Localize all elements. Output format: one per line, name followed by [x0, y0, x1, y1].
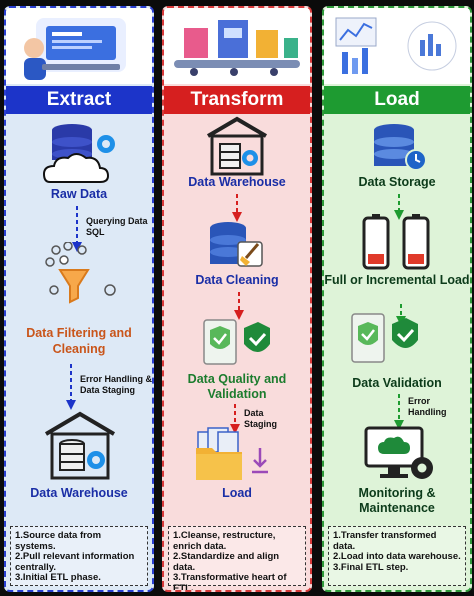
load-hero-illustration [324, 8, 470, 84]
step-data-cleaning: Data Cleaning [195, 273, 279, 287]
note-item: 1.Source data from systems. [15, 530, 102, 552]
note-item: 2.Load into data warehouse. [333, 551, 461, 562]
extract-notes: 1.Source data from systems. 2.Pull relev… [10, 526, 148, 586]
warehouse-database-icon [44, 411, 116, 480]
note-error-handling: Error Handling [408, 396, 447, 417]
load-header: Load [324, 86, 470, 114]
warehouse-database-icon [206, 116, 268, 176]
step-data-warehouse: Data Warehouse [188, 175, 286, 189]
step-monitoring-maintenance: Monitoring & Maintenance [358, 486, 436, 515]
arrow-load-1 [394, 194, 404, 220]
transform-header: Transform [164, 86, 310, 114]
note-item: 3.Initial ETL phase. [15, 572, 101, 583]
note-item: 1.Cleanse, restructure, enrich data. [173, 530, 276, 552]
load-notes: 1.Transfer transformed data. 2.Load into… [328, 526, 466, 586]
step-load: Load [222, 486, 252, 500]
step-full-incremental-load: Full or Incremental Load [324, 273, 470, 287]
factory-conveyor-icon [174, 20, 300, 76]
extract-column: Extract Raw Data Querying Data SQL Data … [4, 6, 154, 592]
arrow-transform-1 [232, 194, 242, 222]
funnel-icon [45, 242, 116, 304]
folder-download-icon [196, 427, 268, 480]
transform-hero-illustration [164, 8, 310, 84]
monitor-cloud-gear-icon [364, 426, 433, 479]
database-cloud-gear-icon [42, 124, 115, 183]
transform-column: Transform Data Warehouse Data Cleaning D… [162, 6, 312, 592]
database-broom-icon [210, 222, 263, 267]
arrow-transform-2 [234, 292, 244, 320]
person-laptop-icon [24, 18, 126, 80]
arrow-transform-3 [230, 404, 240, 434]
note-error-handling-staging: Error Handling & Data Staging [80, 374, 153, 395]
step-data-quality-validation: Data Quality and Validation [187, 372, 287, 401]
extract-header: Extract [6, 86, 152, 114]
note-data-staging: Data Staging [244, 408, 277, 429]
shield-check-icon [203, 319, 270, 365]
arrow-extract-2 [66, 364, 76, 410]
note-item: 2.Pull relevant information centrally. [15, 551, 135, 573]
note-item: 3.Final ETL step. [333, 561, 409, 573]
step-data-warehouse: Data Warehouse [30, 486, 128, 500]
load-column: Load Data Storage Full or Incremental Lo… [322, 6, 472, 592]
note-item: 3.Transformative heart of ETL. [173, 572, 287, 592]
step-data-storage: Data Storage [358, 175, 436, 189]
arrow-load-3 [394, 394, 404, 430]
database-clock-icon [374, 124, 427, 171]
note-querying-sql: Querying Data SQL [86, 216, 148, 237]
step-raw-data: Raw Data [50, 187, 108, 201]
step-data-filtering-cleaning: Data Filtering and Cleaning [26, 326, 132, 356]
shield-check-icon [351, 313, 418, 363]
arrow-extract-1 [72, 206, 82, 252]
analytics-dashboard-icon [335, 17, 457, 74]
battery-icon [362, 214, 430, 270]
note-item: 2.Standardize and align data. [173, 551, 280, 573]
extract-hero-illustration [6, 8, 152, 84]
step-data-validation: Data Validation [352, 376, 442, 390]
transform-notes: 1.Cleanse, restructure, enrich data. 2.S… [168, 526, 306, 590]
note-item: 1.Transfer transformed data. [333, 530, 437, 552]
